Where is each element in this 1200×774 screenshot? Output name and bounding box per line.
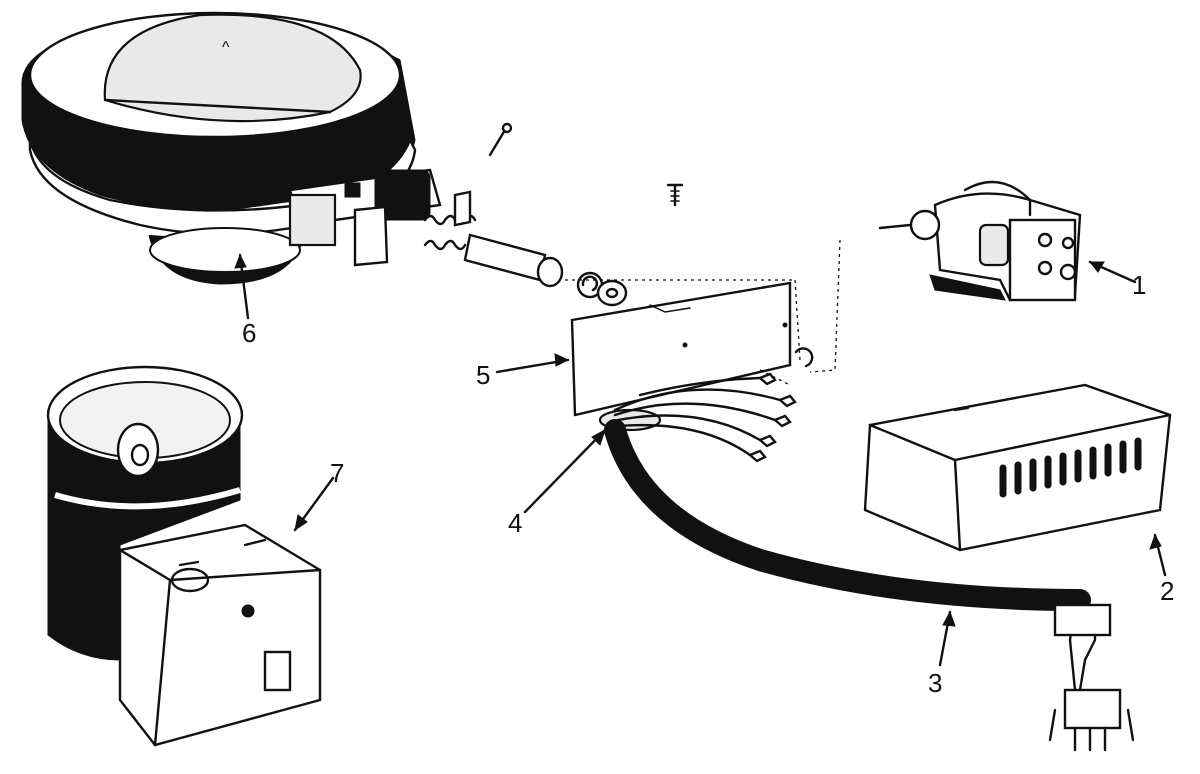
part-2-control-box — [863, 383, 1172, 552]
part-1-switch-assembly — [878, 180, 1082, 302]
part-5-mounting-plate — [565, 239, 841, 417]
svg-text:^: ^ — [222, 39, 230, 56]
motor-shaft-assembly — [288, 122, 564, 288]
louver-vents — [999, 437, 1142, 498]
part-7-blower-unit — [46, 365, 322, 747]
callout-1: 1 — [1132, 270, 1146, 300]
callout-6: 6 — [242, 318, 256, 348]
leader-lines — [234, 253, 1167, 667]
screw — [666, 183, 684, 207]
callout-7: 7 — [330, 458, 344, 488]
callout-4: 4 — [508, 508, 522, 538]
callout-2: 2 — [1160, 576, 1174, 606]
part-3-wire-harness — [604, 419, 1135, 752]
callout-labels: 1 2 3 4 5 6 7 — [242, 270, 1174, 698]
callout-5: 5 — [476, 360, 490, 390]
callout-3: 3 — [928, 668, 942, 698]
